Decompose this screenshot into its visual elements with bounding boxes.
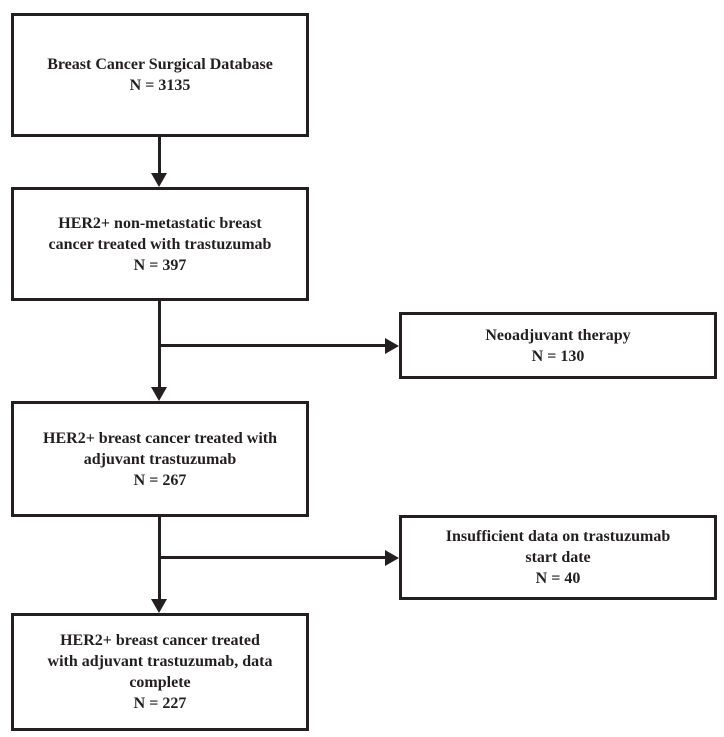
branch-shaft-1: [158, 344, 386, 347]
box-label: HER2+ breast cancer treated with adjuvan…: [43, 429, 277, 468]
box-label: Neoadjuvant therapy: [485, 326, 631, 344]
box-count: N = 130: [531, 347, 585, 365]
arrowhead-right-icon: [385, 338, 399, 354]
box-count: N = 397: [133, 256, 187, 274]
flow-box-data-complete: HER2+ breast cancer treated with adjuvan…: [11, 613, 309, 731]
box-count: N = 227: [133, 695, 187, 712]
flow-box-surgical-database: Breast Cancer Surgical Database N = 3135: [11, 13, 309, 137]
flow-box-insufficient-data-excluded: Insufficient data on trastuzumab start d…: [399, 515, 717, 600]
flow-box-neoadjuvant-excluded: Neoadjuvant therapy N = 130: [399, 312, 717, 379]
arrowhead-down-icon: [151, 599, 167, 613]
box-count: N = 3135: [129, 77, 191, 94]
arrowhead-down-icon: [151, 387, 167, 401]
box-count: N = 40: [535, 570, 581, 587]
flow-box-her2-nonmetastatic: HER2+ non-metastatic breast cancer treat…: [11, 187, 309, 301]
arrowhead-down-icon: [151, 173, 167, 187]
box-label: HER2+ non-metastatic breast cancer treat…: [48, 214, 272, 253]
box-label: Breast Cancer Surgical Database: [47, 56, 273, 73]
arrowhead-right-icon: [385, 550, 399, 566]
box-count: N = 267: [133, 471, 187, 489]
flow-box-adjuvant-trastuzumab: HER2+ breast cancer treated with adjuvan…: [11, 401, 309, 517]
box-label: Insufficient data on trastuzumab start d…: [445, 528, 671, 566]
arrow-shaft-1: [158, 137, 161, 174]
branch-shaft-2: [158, 556, 386, 559]
box-label: HER2+ breast cancer treated with adjuvan…: [47, 632, 273, 691]
